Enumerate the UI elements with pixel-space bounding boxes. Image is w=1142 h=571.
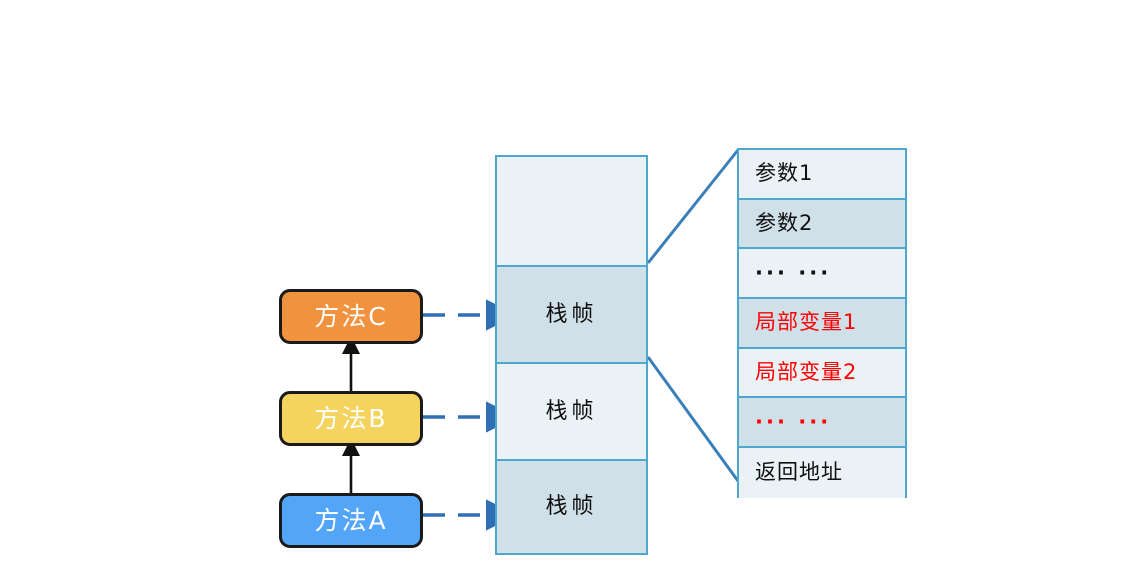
detail-row-param-2[interactable]: 参数2 [739, 199, 905, 250]
stack-cell-frame-b[interactable]: 栈帧 [497, 364, 646, 461]
detail-row-param-1-label: 参数1 [755, 161, 814, 186]
stack-cell-frame-a-label: 栈帧 [545, 494, 598, 519]
detail-row-localvar-2-label: 局部变量2 [755, 360, 858, 385]
method-box-b-label: 方法B [314, 404, 388, 433]
detail-row-localvar-2[interactable]: 局部变量2 [739, 348, 905, 399]
stack-column: 栈帧 栈帧 栈帧 [495, 155, 648, 555]
detail-row-localvar-1[interactable]: 局部变量1 [739, 299, 905, 349]
detail-row-param-1[interactable]: 参数1 [739, 150, 905, 200]
stack-cell-frame-b-label: 栈帧 [545, 398, 598, 424]
method-box-c-label: 方法C [314, 302, 388, 331]
detail-row-param-2-label: 参数2 [755, 211, 814, 236]
method-box-a[interactable]: 方法A [279, 493, 423, 548]
detail-row-localvar-ellipsis[interactable]: ··· ··· [739, 398, 905, 449]
method-box-b[interactable]: 方法B [279, 391, 423, 446]
detail-row-localvar-1-label: 局部变量1 [755, 310, 858, 335]
detail-row-param-ellipsis[interactable]: ··· ··· [739, 249, 905, 300]
detail-row-return-address-label: 返回地址 [755, 460, 843, 485]
expand-line-top [646, 149, 740, 264]
method-box-a-label: 方法A [314, 506, 388, 535]
detail-row-localvar-ellipsis-label: ··· ··· [755, 409, 832, 434]
expand-line-bottom [646, 356, 740, 482]
detail-row-param-ellipsis-label: ··· ··· [755, 260, 832, 285]
stack-cell-frame-c-label: 栈帧 [545, 301, 598, 327]
stack-frame-detail-panel: 参数1 参数2 ··· ··· 局部变量1 局部变量2 ··· ··· 返回地址 [737, 148, 907, 498]
stack-cell-empty[interactable] [497, 157, 646, 267]
stack-cell-frame-a[interactable]: 栈帧 [497, 461, 646, 553]
detail-row-return-address[interactable]: 返回地址 [739, 448, 905, 498]
stack-cell-frame-c[interactable]: 栈帧 [497, 267, 646, 364]
method-box-c[interactable]: 方法C [279, 289, 423, 344]
